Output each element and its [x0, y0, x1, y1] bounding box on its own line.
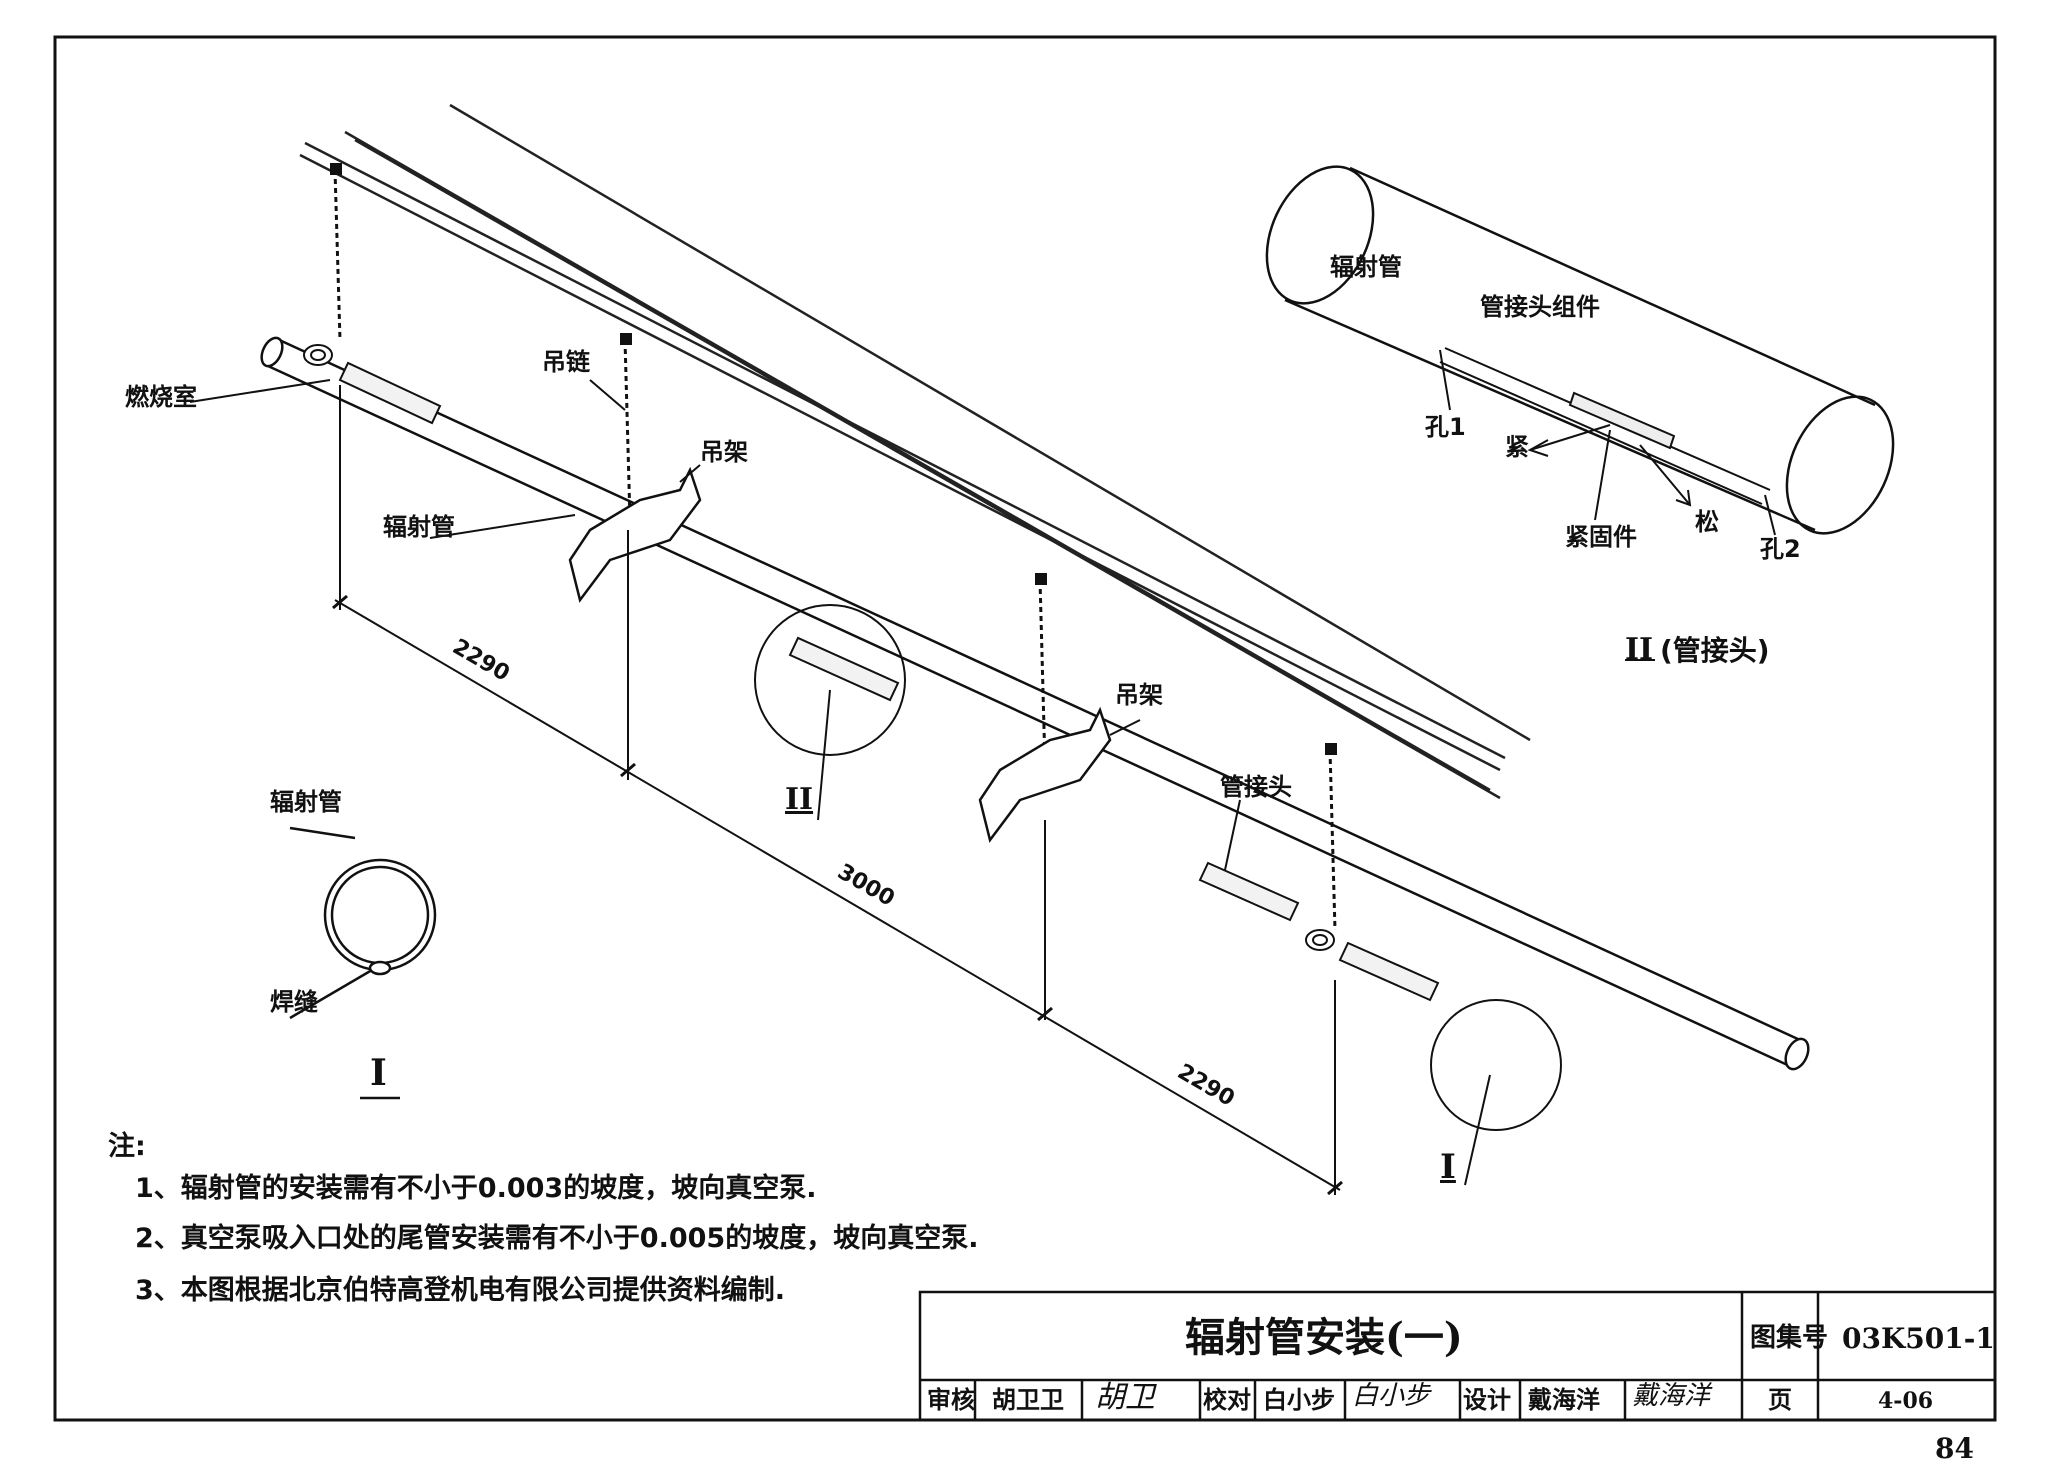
label-hanging-chain: 吊链 [542, 348, 590, 376]
leader-lines [189, 379, 1241, 871]
page-label: 页 [1768, 1385, 1792, 1414]
checker-signature: 白小步 [1352, 1381, 1431, 1411]
label-radiant-tube: 辐射管 [383, 513, 455, 541]
end-collars [303, 344, 1335, 951]
radiant-tube [260, 336, 1810, 1071]
section-I-caption: I [370, 1052, 387, 1094]
chain-clamps [330, 163, 1337, 755]
dimension-ticks [332, 594, 1343, 1196]
detail-II-drawing [1265, 165, 1895, 535]
notes-heading: 注: [108, 1131, 146, 1162]
label-pipe-joint: 管接头 [1220, 773, 1292, 801]
detail-II-tighten-label: 紧 [1505, 433, 1529, 461]
ceiling-support-lines [299, 103, 1531, 800]
section-I-weld-label: 焊缝 [270, 988, 318, 1016]
atlas-number: 03K501-1 [1842, 1322, 1995, 1355]
page-number: 4-06 [1878, 1388, 1934, 1414]
check-label: 校对 [1203, 1385, 1251, 1414]
drawing-title: 辐射管安装(一) [1185, 1314, 1463, 1361]
review-label: 审核 [927, 1385, 975, 1414]
hanger-brackets [568, 466, 1112, 843]
detail-II-caption-numeral: II [1625, 632, 1654, 667]
detail-II-fastener-label: 紧固件 [1565, 523, 1637, 551]
designer-name: 戴海洋 [1528, 1385, 1600, 1414]
detail-reference-II: II [785, 782, 814, 817]
detail-circles [754, 604, 1562, 1186]
label-hanger-1: 吊架 [700, 438, 748, 466]
detail-II-loosen-label: 松 [1695, 508, 1719, 536]
sheet-border [53, 35, 1997, 1422]
detail-II-hole-2-label: 孔2 [1760, 535, 1801, 563]
section-I-radiant-tube-label: 辐射管 [270, 788, 342, 816]
detail-II-caption-text: (管接头) [1660, 634, 1770, 667]
joint-sleeves [338, 361, 1440, 1002]
dimension-lines [334, 385, 1341, 1195]
hanging-chains [333, 169, 1337, 931]
label-hanger-2: 吊架 [1115, 681, 1163, 709]
reviewer-name: 胡卫卫 [992, 1385, 1064, 1414]
reviewer-signature: 胡卫 [1095, 1380, 1155, 1415]
sheet-number: 84 [1935, 1432, 1974, 1465]
note-item-3: 3、本图根据北京伯特高登机电有限公司提供资料编制. [135, 1275, 786, 1306]
title-block-lines [918, 1290, 1997, 1422]
note-item-1: 1、辐射管的安装需有不小于0.003的坡度，坡向真空泵. [135, 1173, 817, 1204]
detail-reference-I: I [1440, 1147, 1456, 1187]
detail-II-joint-assembly-label: 管接头组件 [1480, 293, 1600, 321]
detail-II-hole-1-label: 孔1 [1425, 413, 1466, 441]
designer-signature: 戴海洋 [1632, 1381, 1711, 1411]
detail-II-arrows [1439, 349, 1776, 661]
section-I-drawing [289, 826, 437, 1100]
checker-name: 白小步 [1263, 1385, 1335, 1414]
design-label: 设计 [1463, 1385, 1511, 1414]
label-combustion-chamber: 燃烧室 [125, 383, 197, 411]
detail-II-radiant-tube-label: 辐射管 [1330, 253, 1402, 281]
atlas-number-label: 图集号 [1750, 1323, 1829, 1353]
note-item-2: 2、真空泵吸入口处的尾管安装需有不小于0.005的坡度，坡向真空泵. [135, 1223, 979, 1254]
